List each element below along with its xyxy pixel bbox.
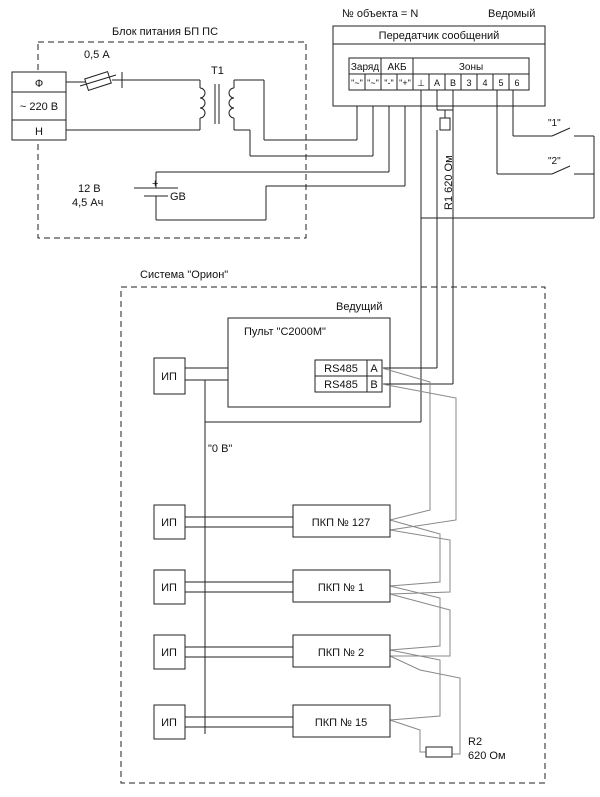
fuse-icon [79,70,117,92]
console-s2000m: Пульт "С2000М" RS485 RS485 А В [227,317,391,408]
group-zones: Зоны [459,62,483,73]
pkp-device [292,504,391,538]
orion-title: Система "Орион" [140,269,228,281]
neutral-label: Н [35,126,43,138]
pkp-label: ПКП № 127 [312,517,371,529]
ip-label: ИП [161,582,177,594]
group-charge: Заряд [351,62,379,73]
terminal-label: 4 [482,78,487,88]
power-supply-box [153,634,186,670]
pkp-device [292,634,391,668]
console-label: Пульт "С2000М" [244,326,326,338]
phase-label: Ф [35,78,43,90]
power-supply-console [153,357,186,395]
pkp-row: ИП ПКП № 127 [153,504,391,540]
port-a-label: А [370,363,378,375]
switch-2-icon [551,165,571,175]
terminal-label: "-" [384,78,393,88]
fuse-rating: 0,5 А [84,49,110,61]
port-b-label: В [370,379,377,391]
battery-capacity: 4,5 Ач [72,197,103,209]
switch-2-label: "2" [548,156,561,167]
mains-terminal-block: Ф ~ 220 В Н [11,71,67,141]
terminal-label: "~" [351,78,363,88]
zero-volt-label: "0 В" [208,443,232,455]
rs485-bus-b [381,383,461,755]
orion-boundary [120,286,546,784]
rs485-bus-a [381,367,441,753]
r1-label: R1 620 Ом [443,155,455,210]
r2-value: 620 Ом [468,750,506,762]
transmitter-title: Передатчик сообщений [379,30,500,42]
rs485-a-label: RS485 [324,363,358,375]
battery-name: GB [170,191,186,203]
mains-voltage-label: ~ 220 В [20,101,58,113]
switch-1-label: "1" [548,118,561,129]
psu-title: Блок питания БП ПС [112,26,218,38]
pkp-label: ПКП № 1 [318,582,364,594]
resistor-r1-icon [436,90,454,131]
battery-voltage: 12 В [78,183,101,195]
power-supply-box [153,504,186,540]
terminal-label: В [450,78,456,88]
resistor-r2-icon [425,746,453,758]
battery-plus: + [152,178,158,190]
message-transmitter: Передатчик сообщений Заряд АКБ Зоны "~" "… [332,25,546,107]
terminal-label: А [434,78,440,88]
pkp-row: ИП ПКП № 1 [153,569,391,605]
terminal-label: ⊥ [417,78,425,88]
terminal-label: 6 [514,78,519,88]
power-supply-box [153,569,186,605]
pkp-row: ИП ПКП № 15 [153,704,391,740]
switch-1-icon [551,127,571,137]
battery-icon [134,172,178,220]
rs485-b-label: RS485 [324,379,358,391]
power-supply-box [153,704,186,740]
terminal-label: 3 [466,78,471,88]
pkp-device [292,704,391,738]
object-number-label: № объекта = N [342,8,418,20]
ip-console-label: ИП [161,371,177,383]
terminal-label: 5 [498,78,503,88]
master-label: Ведущий [336,301,382,313]
ip-label: ИП [161,517,177,529]
terminal-label: "+" [399,78,411,88]
terminal-label: "~" [367,78,379,88]
slave-label: Ведомый [488,8,535,20]
pkp-label: ПКП № 2 [318,647,364,659]
pkp-label: ПКП № 15 [315,717,367,729]
ip-label: ИП [161,717,177,729]
r2-label: R2 [468,736,482,748]
pkp-device [292,569,391,603]
ip-label: ИП [161,647,177,659]
pkp-row: ИП ПКП № 2 [153,634,391,670]
group-akb: АКБ [387,62,406,73]
transformer-label: Т1 [211,65,224,77]
transformer-icon [199,84,235,124]
